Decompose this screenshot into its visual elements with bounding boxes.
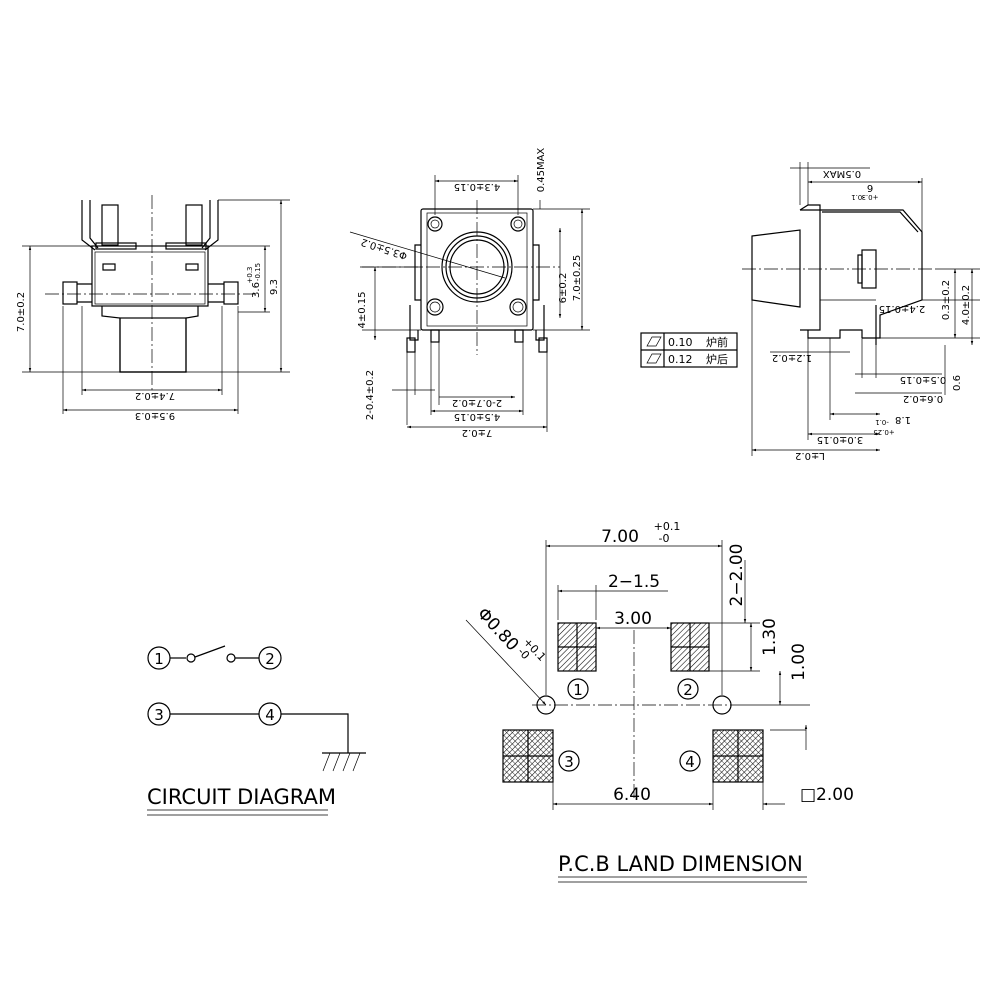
flatness-row-label: 炉后 xyxy=(706,353,728,366)
switch-contact xyxy=(194,645,226,658)
front-dim-inner-width: 7.4±0.2 xyxy=(135,390,175,401)
pcb-title: P.C.B LAND DIMENSION xyxy=(558,852,803,876)
top-dim-height-7: 7.0±0.25 xyxy=(572,255,583,302)
front-dim-stem-tol-plus: +0.3 xyxy=(246,267,254,284)
side-dim-05max: 0.5MAX xyxy=(823,168,861,179)
pcb-dim-pad-width: 2−1.5 xyxy=(608,572,660,592)
side-dim-6-tol-minus: -0.1 xyxy=(851,193,865,201)
flatness-row-value: 0.12 xyxy=(668,353,693,366)
top-dim-pin2: 2-0.7±0.2 xyxy=(452,397,502,408)
circuit-pin-label: 1 xyxy=(154,650,164,668)
circuit-pin-label: 3 xyxy=(154,706,164,724)
circuit-pin-label: 2 xyxy=(265,650,275,668)
side-dim-06: 0.6 xyxy=(952,375,963,391)
top-dim-pitch45: 4.5±0.15 xyxy=(454,411,501,422)
pcb-dim-width: 7.00 xyxy=(601,527,639,547)
top-view: 4.3±0.15 0.45MAX Φ3.5±0.2 6±0.2 7.0±0.25… xyxy=(349,148,590,438)
side-dim-06a: 0.6±0.2 xyxy=(903,393,943,404)
pcb-pad-label: 3 xyxy=(564,753,574,771)
pcb-dim-100: 1.00 xyxy=(789,643,809,681)
side-dim-40: 4.0±0.2 xyxy=(961,285,972,325)
pcb-pad xyxy=(670,622,710,672)
pcb-pad-label: 2 xyxy=(683,681,693,699)
side-view: 0.5MAX 6 +0.3 -0.1 2.4±0.15 0.3±0.2 4.0±… xyxy=(742,162,980,461)
top-dim-pin: 2-0.4±0.2 xyxy=(365,370,376,420)
pcb-pad xyxy=(557,622,597,672)
flatness-symbol-icon xyxy=(646,336,662,347)
pcb-dim-130: 1.30 xyxy=(760,618,780,656)
front-view: 7.0±0.2 3.6 +0.3 -0.15 9.3 7.4±0.2 9.5±0… xyxy=(16,195,290,421)
front-dim-stem: 3.6 xyxy=(251,282,262,298)
pcb-dim-640: 6.40 xyxy=(613,785,651,805)
side-dim-30: 3.0±0.15 xyxy=(817,434,864,445)
side-dim-18: 1.8 xyxy=(895,414,911,425)
top-dim-max: 0.45MAX xyxy=(536,148,547,193)
front-dim-height: 7.0±0.2 xyxy=(16,292,27,332)
circuit-diagram: 1 2 3 4 CIRCUIT DIAGRAM xyxy=(147,645,366,816)
pcb-dim-square: □2.00 xyxy=(800,785,854,805)
side-dim-05: 0.5±0.15 xyxy=(900,374,947,385)
pcb-dim-width-tol-minus: -0 xyxy=(659,532,670,545)
top-dim-height-6: 6±0.2 xyxy=(558,273,569,304)
top-dim-diameter: Φ3.5±0.2 xyxy=(360,236,409,261)
pcb-dim-pad-height: 2−2.00 xyxy=(727,544,747,607)
front-dim-outer-width: 9.5±0.3 xyxy=(135,410,175,421)
pcb-pad-label: 4 xyxy=(685,753,695,771)
side-dim-18-tol-plus: +0.25 xyxy=(873,428,894,436)
side-dim-L: L±0.2 xyxy=(795,450,825,461)
flatness-row-label: 炉前 xyxy=(706,335,728,349)
pcb-pad-label: 1 xyxy=(573,681,583,699)
top-dim-4: 4±0.15 xyxy=(357,291,368,328)
top-dim-hole-pitch: 4.3±0.15 xyxy=(454,181,501,192)
side-dim-12: 1.2±0.2 xyxy=(772,352,812,363)
pcb-pad xyxy=(502,729,554,783)
side-dim-18-tol-minus: -0.1 xyxy=(875,418,889,426)
circuit-title: CIRCUIT DIAGRAM xyxy=(147,785,336,809)
flatness-row-value: 0.10 xyxy=(668,336,693,349)
pcb-pad xyxy=(712,729,764,783)
flatness-table: 0.10 炉前 0.12 炉后 xyxy=(640,332,738,368)
side-dim-03: 0.3±0.2 xyxy=(941,280,952,320)
pcb-dim-hole: Φ0.80 xyxy=(473,604,523,655)
circuit-pin-label: 4 xyxy=(265,706,275,724)
front-dim-total-height: 9.3 xyxy=(269,279,280,295)
top-dim-width7: 7±0.2 xyxy=(462,427,493,438)
side-dim-6-tol-plus: +0.3 xyxy=(862,193,879,201)
flatness-symbol-icon xyxy=(646,353,662,364)
side-dim-24: 2.4±0.15 xyxy=(879,303,926,314)
pcb-land-dimension: 1 2 3 4 7.00 +0.1 -0 2−1.5 3.00 2−2.00 xyxy=(465,520,854,883)
front-dim-stem-tol-minus: -0.15 xyxy=(254,263,262,281)
side-dim-6: 6 xyxy=(867,182,873,193)
pcb-dim-width-tol-plus: +0.1 xyxy=(654,520,681,533)
pcb-dim-pad-gap: 3.00 xyxy=(614,609,652,629)
